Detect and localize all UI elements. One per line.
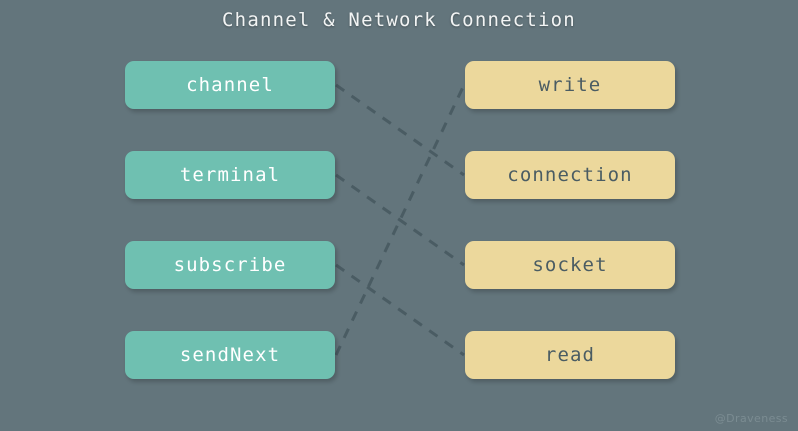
node-label: socket bbox=[532, 254, 608, 276]
node-write[interactable]: write bbox=[465, 61, 675, 109]
node-sendnext[interactable]: sendNext bbox=[125, 331, 335, 379]
node-label: subscribe bbox=[173, 254, 287, 276]
watermark: @Draveness bbox=[714, 412, 788, 425]
node-read[interactable]: read bbox=[465, 331, 675, 379]
page-title: Channel & Network Connection bbox=[222, 9, 576, 31]
node-subscribe[interactable]: subscribe bbox=[125, 241, 335, 289]
edge-terminal-to-socket bbox=[335, 173, 465, 267]
node-channel[interactable]: channel bbox=[125, 61, 335, 109]
node-terminal[interactable]: terminal bbox=[125, 151, 335, 199]
node-label: connection bbox=[507, 164, 633, 186]
node-label: write bbox=[538, 74, 602, 96]
edge-channel-to-connection bbox=[335, 83, 465, 177]
node-label: channel bbox=[186, 74, 274, 96]
node-label: read bbox=[544, 344, 596, 366]
edge-subscribe-to-read bbox=[335, 263, 465, 357]
edge-sendNext-to-write bbox=[334, 84, 466, 356]
node-label: sendNext bbox=[179, 344, 281, 366]
node-label: terminal bbox=[179, 164, 281, 186]
node-socket[interactable]: socket bbox=[465, 241, 675, 289]
node-connection[interactable]: connection bbox=[465, 151, 675, 199]
